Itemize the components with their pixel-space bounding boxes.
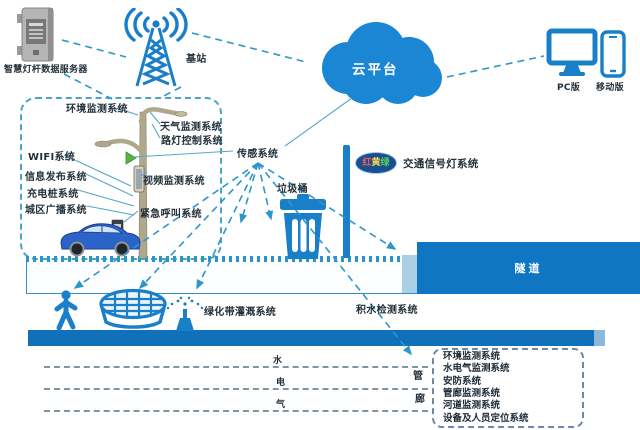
pipe-label-water: 水 (273, 356, 283, 366)
label-streetlight-control: 路灯控制系统 (161, 136, 223, 147)
pipe-label-gas: 气 (276, 400, 286, 410)
badge-char-red: 红 (362, 157, 372, 168)
sprinkler-icon (166, 296, 204, 331)
gallery-system-gallery-monitor: 管廊监测系统 (443, 388, 501, 399)
tunnel-block: 隧道 (417, 242, 640, 294)
manhole-cover-icon (99, 288, 167, 329)
trash-bin-icon (280, 194, 326, 259)
badge-char-green: 绿 (380, 157, 390, 168)
cloud-icon (322, 22, 442, 104)
irrigation-label: 绿化带灌溉系统 (204, 307, 277, 318)
gallery-system-positioning: 设备及人员定位系统 (443, 412, 529, 424)
mobile-label: 移动版 (596, 83, 624, 93)
trash-bin-label: 垃圾桶 (277, 184, 308, 195)
pipe-line-gas (44, 410, 428, 412)
sensor-system-label: 传感系统 (237, 149, 279, 160)
pc-monitor-icon (546, 28, 598, 76)
tunnel-portal (402, 255, 417, 293)
label-env-monitoring: 环境监测系统 (66, 104, 128, 115)
pc-label: PC版 (557, 83, 581, 93)
gallery-system-utilities: 水电气监测系统 (443, 363, 510, 375)
label-video-monitoring: 视频监测系统 (143, 176, 205, 187)
label-charging-pile: 充电桩系统 (27, 189, 79, 200)
gallery-char-lang: 廊 (415, 394, 426, 405)
label-wifi-system: WIFI系统 (28, 152, 76, 163)
traffic-signal-label: 交通信号灯系统 (403, 158, 479, 170)
server-label: 智慧灯杆数据服务器 (4, 65, 88, 75)
traffic-light-badge: 红 黄 绿 (355, 152, 397, 174)
pipe-line-water (44, 366, 428, 368)
data-server-icon (17, 7, 54, 62)
base-station-label: 基站 (186, 54, 207, 65)
gallery-system-security: 安防系统 (443, 375, 482, 387)
base-station-tower-icon (124, 8, 188, 87)
badge-char-yellow: 黄 (371, 157, 381, 168)
gallery-systems-box: 环境监测系统 水电气监测系统 安防系统 管廊监测系统 河道监测系统 设备及人员定… (432, 348, 584, 428)
cloud-label: 云平台 (352, 62, 399, 78)
pipe-label-electric: 电 (276, 378, 286, 388)
label-city-broadcast: 城区广播系统 (25, 205, 87, 216)
label-emergency-call: 紧急呼叫系统 (140, 209, 202, 220)
traffic-light-pole (343, 145, 350, 258)
tunnel-label: 隧道 (514, 262, 543, 275)
gallery-system-env: 环境监测系统 (443, 350, 501, 362)
gallery-char-guan: 管 (413, 371, 424, 382)
mobile-phone-icon (600, 30, 626, 78)
gallery-system-river-monitor: 河道监测系统 (443, 400, 501, 412)
road-surface (26, 257, 419, 294)
car-icon (60, 223, 141, 257)
pedestrian-icon (54, 290, 78, 331)
label-weather-monitoring: 天气监测系统 (160, 122, 222, 133)
water-detect-label: 积水检测系统 (356, 305, 418, 316)
label-info-publishing: 信息发布系统 (25, 172, 87, 183)
underground-bar-cap (594, 330, 605, 346)
pipe-line-electric (44, 388, 428, 390)
